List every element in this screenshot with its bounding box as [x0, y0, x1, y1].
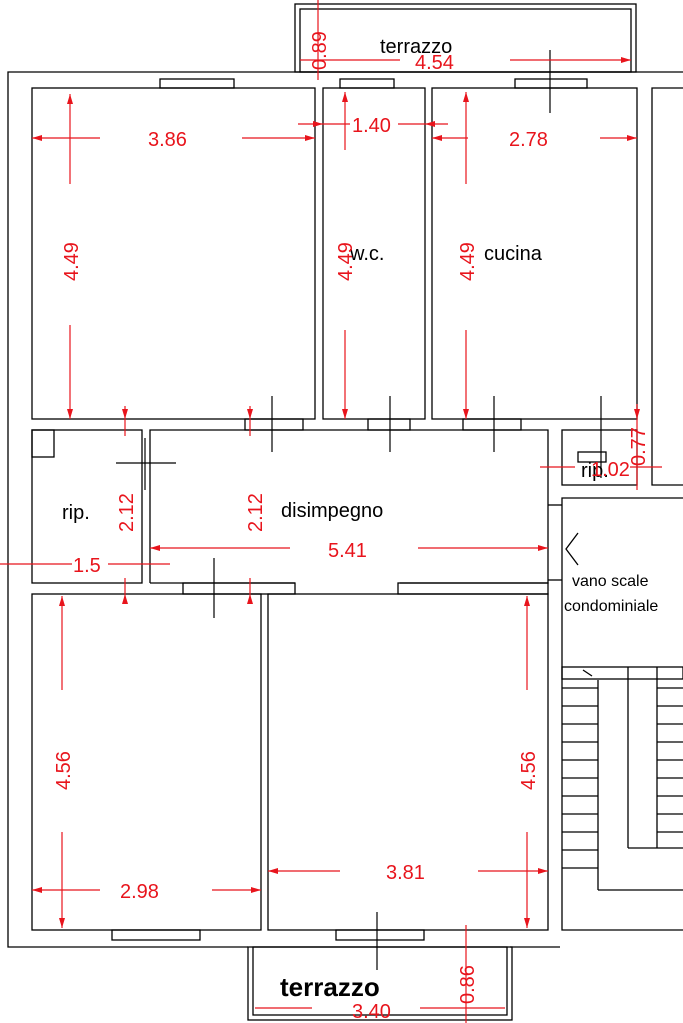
dim-terrace-bottom-width: 3.40	[352, 1001, 391, 1023]
dim-room-br-width: 3.81	[386, 862, 425, 884]
stairwell-label-line1: vano scale	[572, 573, 649, 590]
dim-hallway-depth: 2.12	[245, 493, 267, 532]
dim-small-storage-width: 1.02	[591, 459, 630, 481]
dim-room-br-depth: 4.56	[518, 751, 540, 790]
dim-room-bl-width: 2.98	[120, 881, 159, 903]
dimension-arrowheads	[32, 57, 640, 928]
wc-label: w.c.	[349, 243, 384, 265]
kitchen-label: cucina	[484, 243, 543, 265]
dim-storage-depth: 2.12	[116, 493, 138, 532]
dim-terrace-top-depth: 0.89	[309, 31, 331, 70]
dim-hallway-width: 5.41	[328, 540, 367, 562]
dim-terrace-top-width: 4.54	[415, 52, 454, 74]
dim-kitchen-depth: 4.49	[457, 242, 479, 281]
dim-room1-width: 3.86	[148, 129, 187, 151]
dim-terrace-bottom-depth: 0.86	[457, 965, 479, 1004]
storage-right-label: rip.	[581, 460, 609, 482]
dim-kitchen-width: 2.78	[509, 129, 548, 151]
stairwell-label-line2: condominiale	[564, 598, 658, 615]
terrace-bottom-label: terrazzo	[280, 972, 380, 1002]
dim-storage-width: 1.5	[73, 555, 101, 577]
dim-small-storage-depth: 0.77	[628, 427, 650, 466]
dim-wc-width: 1.40	[352, 115, 391, 137]
terrace-top-label: terrazzo	[380, 36, 452, 58]
walls	[7, 3, 683, 1021]
dim-room1-depth: 4.49	[61, 242, 83, 281]
hallway-label: disimpegno	[281, 500, 383, 522]
storage-left-label: rip.	[62, 502, 90, 524]
dim-wc-depth: 4.49	[335, 242, 357, 281]
dim-room-bl-depth: 4.56	[53, 751, 75, 790]
